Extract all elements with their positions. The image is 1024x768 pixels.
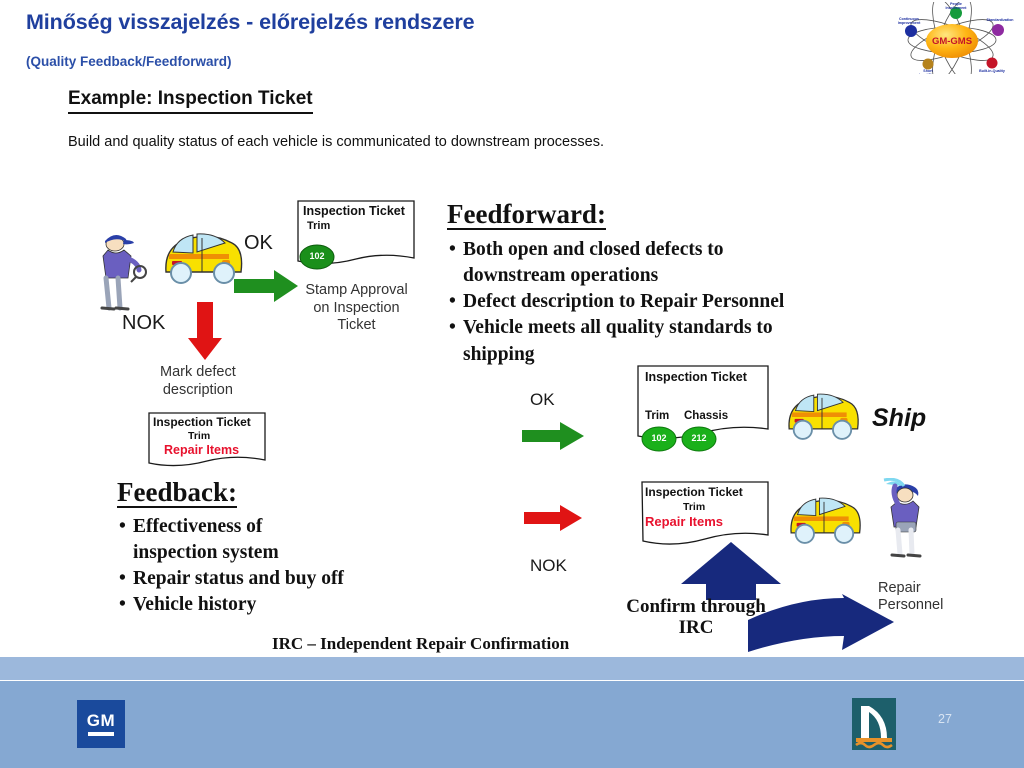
ticket-title: Inspection Ticket (303, 204, 405, 218)
gms-node-label-biq: Built-in-Quality (979, 69, 1005, 73)
stamp-approval-caption: Stamp Approval on Inspection Ticket (305, 282, 408, 334)
ship-label: Ship (872, 404, 927, 432)
page-number: 27 (938, 712, 952, 726)
page-subtitle: (Quality Feedback/Feedforward) (26, 54, 232, 69)
partner-logo (852, 698, 896, 750)
ticket-col-chassis: Chassis (684, 410, 729, 422)
stamp-value: 212 (691, 433, 707, 443)
page-title: Minőség visszajelzés - előrejelzés rends… (26, 10, 475, 34)
gm-gms-logo: GM-GMS People Involvement Continuous Imp… (898, 2, 1014, 74)
stamp-102-icon (641, 426, 677, 452)
gms-node-label-std: Standardization (987, 18, 1014, 22)
stamp-value: 102 (651, 433, 667, 443)
irc-definition-note: IRC – Independent Repair Confirmation (272, 634, 570, 653)
feedback-list: Effectiveness of inspection system Repai… (118, 514, 448, 618)
green-arrow-top-icon (234, 270, 298, 302)
ticket-col-trim: Trim (645, 410, 670, 422)
ticket-line-repair-items: Repair Items (164, 443, 240, 457)
repair-personnel-figure-icon (883, 478, 922, 558)
gms-node-label-people: People (950, 2, 962, 6)
mark-defect-caption: Mark defect description (160, 364, 236, 398)
feedforward-heading: Feedforward: (447, 199, 606, 231)
stamp-212-icon (681, 426, 717, 452)
gm-logo-underline (88, 732, 114, 736)
list-item: Both open and closed defects to downstre… (448, 237, 888, 289)
gms-node-label-slt: Short (923, 69, 933, 73)
vehicle-icon-top (165, 233, 243, 284)
ticket-title: Inspection Ticket (153, 415, 251, 429)
ticket-line-trim: Trim (683, 501, 706, 513)
example-heading: Example: Inspection Ticket (68, 88, 313, 114)
gms-node-label-slt2: Lead Time (919, 73, 937, 74)
ok-label-bottom: OK (530, 390, 555, 409)
repair-personnel-label: Repair Personnel (878, 580, 944, 614)
stamp-102-icon (299, 244, 335, 270)
ticket-title: Inspection Ticket (645, 485, 743, 499)
ok-label-top: OK (244, 232, 273, 254)
gm-logo-text: GM (86, 711, 116, 731)
nok-label-bottom: NOK (530, 556, 567, 575)
inspection-ticket-ok-top: Inspection Ticket Trim 102 (297, 200, 415, 272)
list-item: Vehicle history (118, 592, 448, 618)
red-arrow-bottom-icon (524, 505, 582, 531)
inspection-ticket-ok-bottom: Inspection Ticket Trim Chassis 102 212 (637, 365, 769, 452)
lead-paragraph: Build and quality status of each vehicle… (68, 134, 604, 150)
gms-node-label-ci2: Improvement (898, 21, 921, 25)
ticket-line-repair-items: Repair Items (645, 514, 724, 529)
list-item: Vehicle meets all quality standards to s… (448, 315, 888, 367)
list-item: Repair status and buy off (118, 566, 448, 592)
footer-band-upper (0, 657, 1024, 680)
vehicle-icon-ship (788, 393, 859, 440)
feedback-heading: Feedback: (117, 477, 237, 509)
list-item: Defect description to Repair Personnel (448, 289, 888, 315)
stamp-value: 102 (309, 251, 325, 261)
ticket-title: Inspection Ticket (645, 370, 747, 384)
gms-node-label-ci: Continuous (899, 17, 919, 21)
green-arrow-bottom-icon (522, 422, 584, 450)
vehicle-icon-repair (790, 497, 861, 544)
gms-center-label: GM-GMS (932, 36, 972, 47)
nok-label-top: NOK (122, 312, 166, 334)
ticket-line-trim: Trim (188, 430, 211, 442)
inspection-ticket-nok-top: Inspection Ticket Trim Repair Items (148, 412, 266, 472)
red-arrow-down-icon (188, 302, 222, 360)
confirm-through-irc-label: Confirm through IRC (626, 596, 766, 639)
gms-node-label-people2: Involvement (946, 6, 968, 10)
gm-logo: GM (77, 700, 125, 748)
inspection-ticket-nok-bottom: Inspection Ticket Trim Repair Items (641, 481, 769, 551)
navy-curved-arrow-icon (748, 594, 894, 652)
list-item: Effectiveness of inspection system (118, 514, 448, 566)
navy-up-arrow-icon (681, 542, 781, 600)
inspector-figure-icon (100, 234, 147, 311)
ticket-line-trim: Trim (307, 220, 331, 232)
feedforward-list: Both open and closed defects to downstre… (448, 237, 888, 368)
